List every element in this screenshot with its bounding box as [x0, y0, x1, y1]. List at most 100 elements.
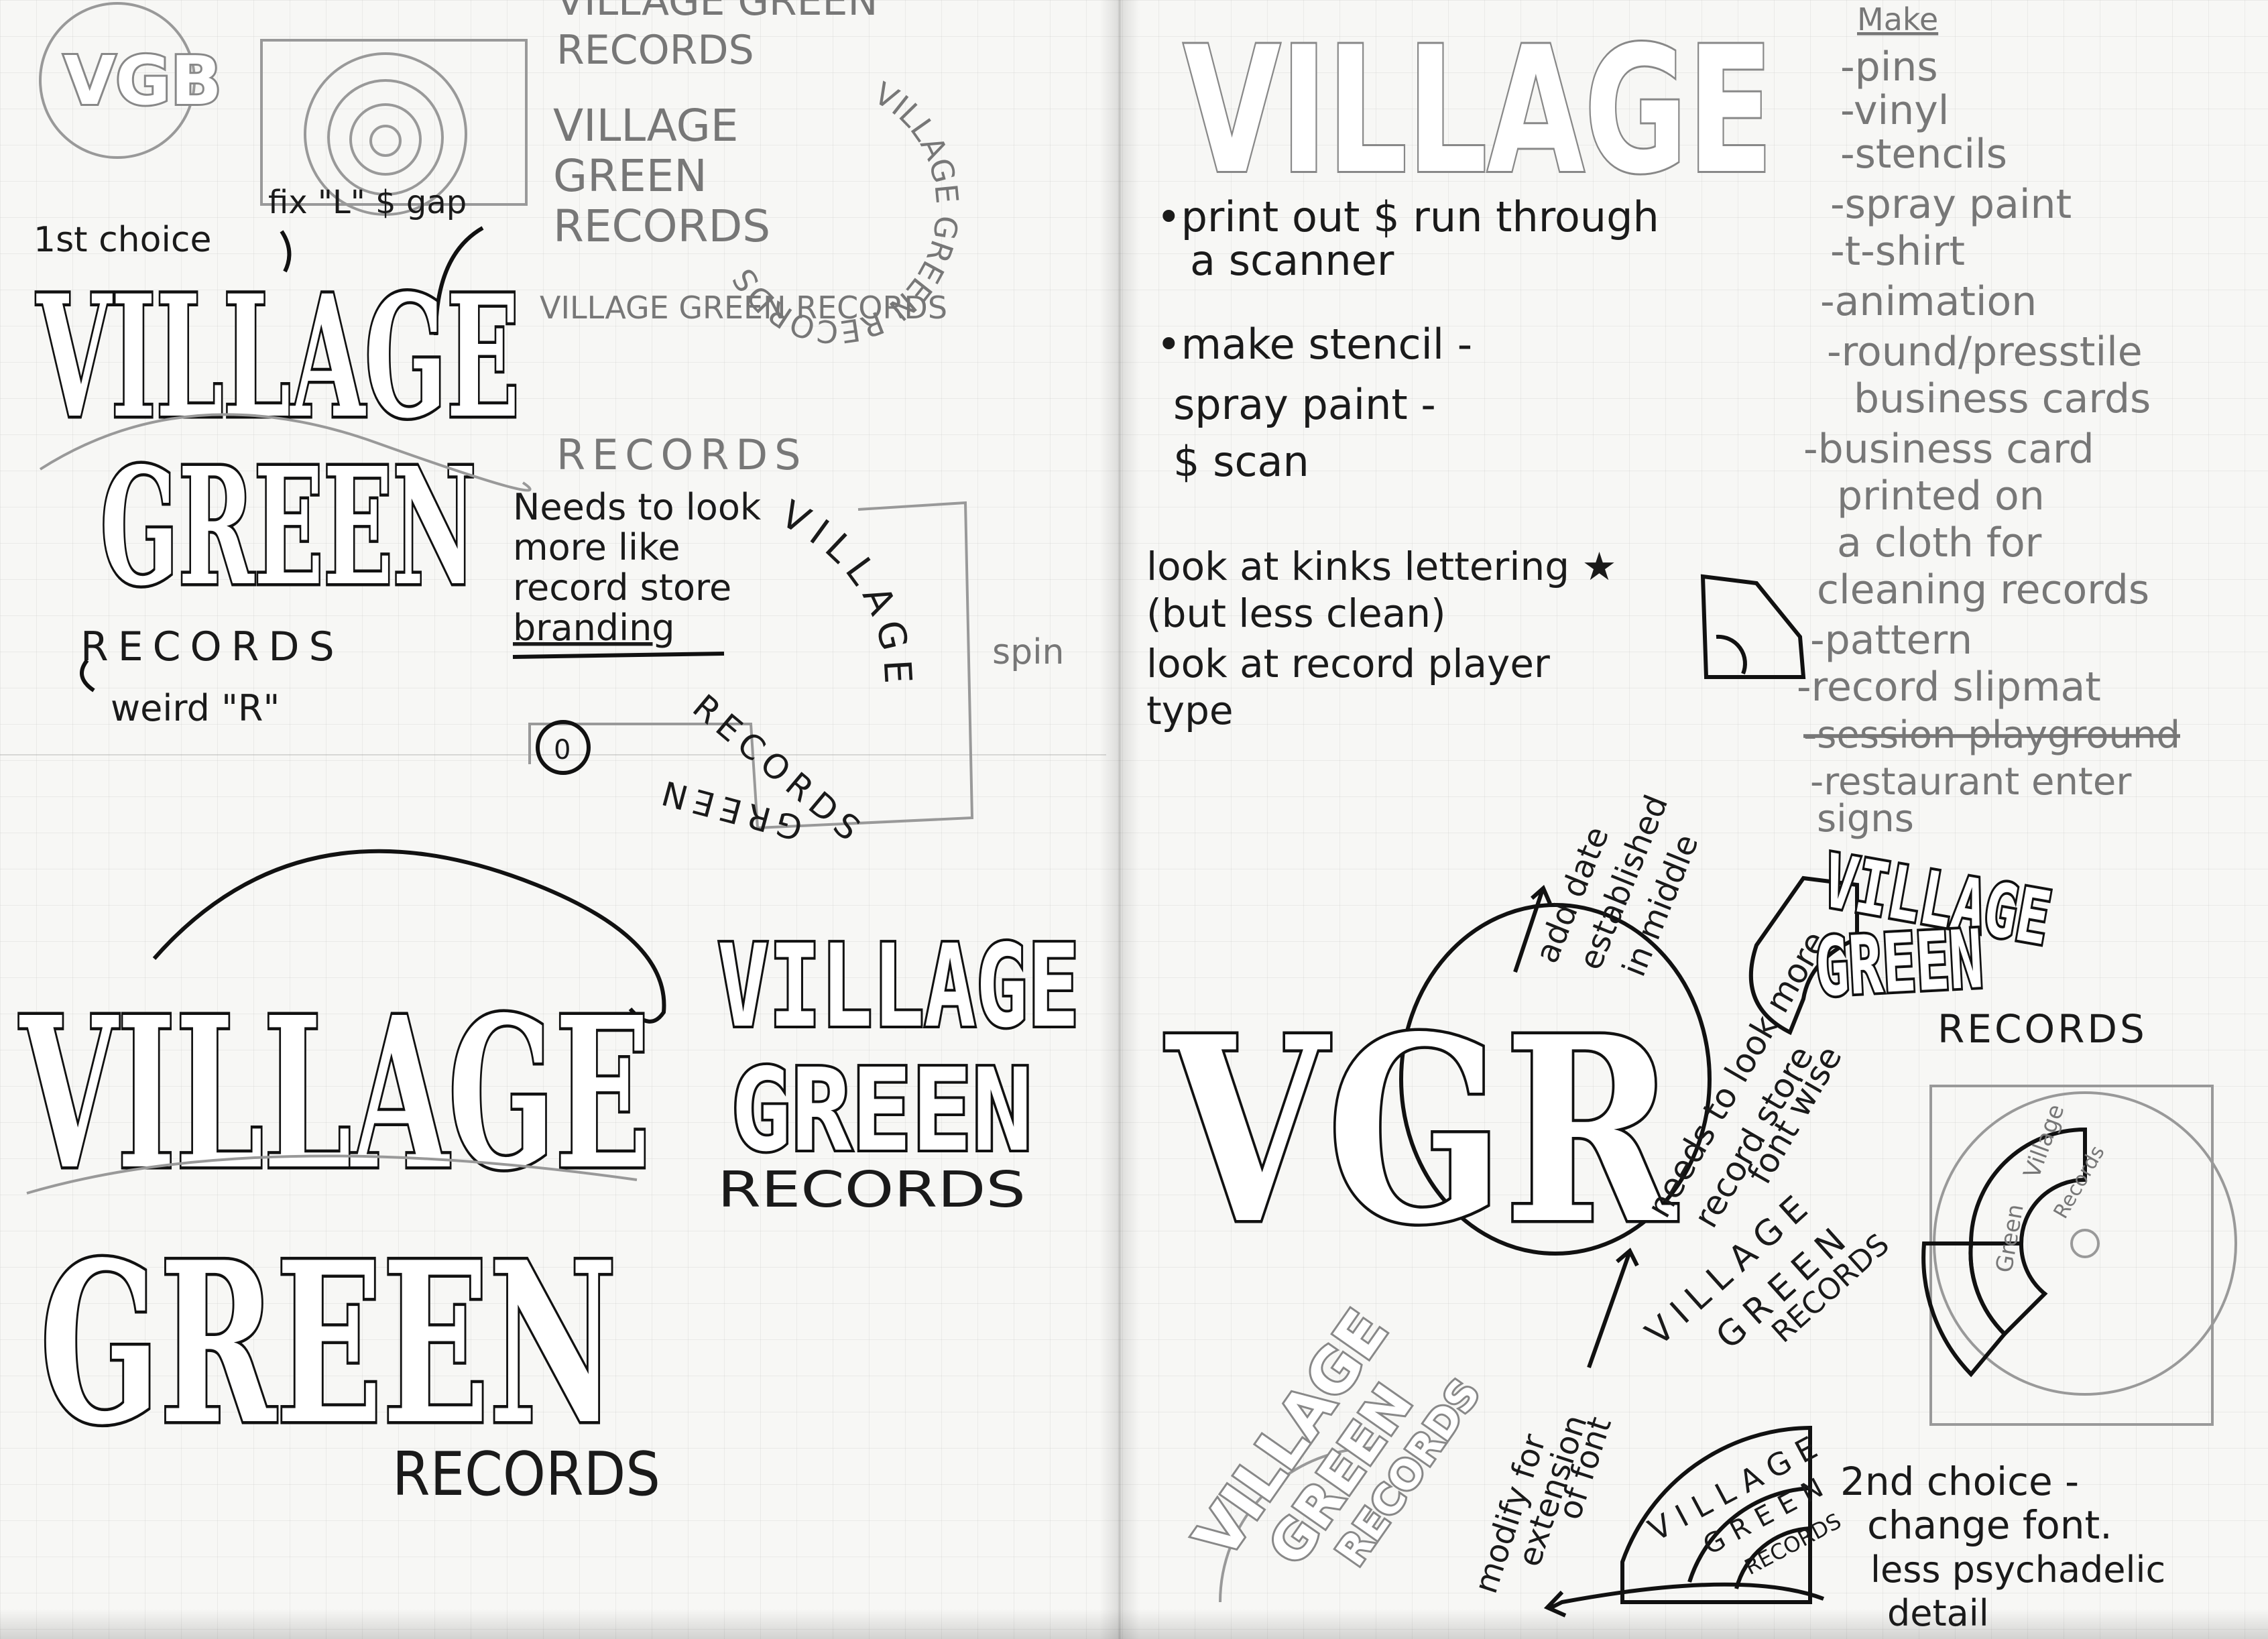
- make-item-5: -t-shirt: [1830, 228, 1965, 275]
- big-logo-village: VILLAGE: [18, 972, 650, 1216]
- branding-underline: [512, 652, 725, 659]
- logo-main-records: RECORDS: [80, 623, 344, 670]
- bullet-2-line1: •make stencil -: [1156, 320, 1472, 369]
- faint-title-b: RECORDS: [556, 27, 754, 74]
- note-first-choice: 1st choice: [34, 220, 211, 260]
- make-item-8: business cards: [1854, 375, 2151, 422]
- spiral-logo-text: VILLAGE: [774, 493, 920, 693]
- right-page: VILLAGE Make -pins -vinyl -stencils -spr…: [1146, 1, 2237, 1634]
- single-line-title: VILLAGE GREEN RECORDS: [540, 290, 947, 326]
- spiral-logo-village: VILLAGE: [774, 493, 912, 693]
- make-item-2: -vinyl: [1840, 87, 1949, 134]
- stacked-village: VILLAGE: [553, 100, 739, 151]
- make-heading: Make: [1857, 1, 1938, 38]
- binding-gutter: [1099, 0, 1140, 1639]
- bullet-2-line3: $ scan: [1173, 437, 1309, 486]
- spiral-ring-2: [327, 79, 444, 196]
- make-item-7: -round/presstile: [1827, 328, 2143, 375]
- first-choice-arrow: [280, 230, 292, 273]
- bullet-1-line2: a scanner: [1190, 236, 1394, 285]
- disc-label-village: Village: [2019, 1101, 2070, 1182]
- record-player-sketch: [1700, 574, 1806, 679]
- spiral-logo-center-circle: [536, 720, 591, 775]
- look-note-1: look at kinks lettering ★: [1146, 544, 1616, 589]
- faint-title-a: VILLAGE GREEN: [556, 0, 878, 25]
- vgr-ring: [1399, 903, 1712, 1256]
- logo-main-village: VILLAGE: [36, 258, 520, 455]
- spiral-ring-4: [369, 125, 402, 157]
- stacked-records: RECORDS: [553, 200, 770, 252]
- disc-sketch-box: [1929, 1085, 2214, 1426]
- spiral-logo-center: 0: [554, 735, 571, 766]
- big-logo-arch: [152, 849, 666, 1024]
- quarter-logo-ring-1: [1687, 1486, 1811, 1583]
- big-logo-records: RECORDS: [392, 1439, 660, 1510]
- page-bottom-edge: [0, 1609, 2268, 1639]
- make-item-15: -session playground: [1803, 713, 2180, 757]
- note-needs-line4: branding: [513, 607, 675, 649]
- disc-segment-3: [1921, 1241, 2008, 1378]
- disc-segment-1: [1968, 1127, 2087, 1246]
- big-logo-guide-curve: [26, 1154, 638, 1195]
- vgb-circle-sketch: [39, 2, 196, 159]
- modify-note-arrow: [1543, 1582, 1825, 1618]
- fix-gap-arrow: [434, 226, 484, 336]
- second-choice-3: less psychadelic: [1870, 1549, 2165, 1591]
- second-choice-1: 2nd choice -: [1840, 1459, 2079, 1504]
- make-item-16: -restaurant enter: [1810, 760, 2132, 804]
- logo-main-green: GREEN: [101, 432, 476, 621]
- make-item-13: -pattern: [1810, 617, 1972, 664]
- weird-r-arrow: [80, 659, 95, 692]
- disc-label-records: Records: [2049, 1142, 2110, 1223]
- spiral-ring-3: [349, 103, 422, 176]
- make-item-1: -pins: [1840, 44, 1938, 90]
- record-player-platter: [1716, 634, 1747, 675]
- quarter-logo-ring-2: [1734, 1526, 1811, 1589]
- block-logo-records: RECORDS: [717, 1161, 1026, 1219]
- note-weird-r: weird "R": [111, 687, 280, 729]
- page-fold-line: [0, 754, 1106, 755]
- spiral-logo-box: [528, 501, 974, 830]
- logo-main-guide-curve: [39, 413, 532, 492]
- make-item-9: -business card: [1803, 426, 2094, 473]
- fan-logo-wedge: [1748, 875, 1859, 1036]
- quarter-logo-outline: [1620, 1425, 1812, 1604]
- spiral-box-sketch: [260, 39, 528, 206]
- diag-note-arrow: [1513, 885, 1552, 973]
- note-fix-l-gap: fix "L" $ gap: [268, 184, 467, 221]
- second-choice-4: detail: [1887, 1592, 1989, 1634]
- note-spin: spin: [992, 632, 1065, 672]
- bullet-1-line1: •print out $ run through: [1156, 192, 1659, 241]
- disc-sketch-center: [2070, 1229, 2100, 1258]
- note-needs-line1: Needs to look: [513, 486, 762, 528]
- fan-logo-green: GREEN: [1813, 913, 1985, 1015]
- right-title-village: VILLAGE: [1183, 10, 1773, 213]
- look-note-3: look at record player: [1146, 641, 1550, 686]
- left-page: VGB VILLAGE GREEN RECORDS VILLAGE GREEN …: [15, 0, 1082, 1510]
- spiral-ring-1: [304, 52, 467, 216]
- quarter-logo-faint-arc: [1219, 1447, 1375, 1603]
- make-item-11: a cloth for: [1837, 520, 2042, 566]
- make-item-14: -record slipmat: [1797, 664, 2101, 711]
- note-needs-line3: record store: [513, 566, 731, 609]
- make-item-17: signs: [1817, 797, 1914, 841]
- records-faint: RECORDS: [556, 430, 808, 479]
- note-needs-line2: more like: [513, 526, 680, 568]
- vgr-monogram: VGR: [1163, 981, 1679, 1280]
- block-logo-village: VILLAGE: [717, 920, 1079, 1053]
- make-item-3: -stencils: [1840, 131, 2007, 178]
- make-item-4: -spray paint: [1830, 181, 2072, 228]
- fan-logo-records: RECORDS: [1937, 1006, 2147, 1052]
- make-item-12: cleaning records: [1817, 566, 2149, 613]
- look-note-2: (but less clean): [1146, 591, 1446, 636]
- make-item-6: -animation: [1820, 278, 2037, 325]
- radial-arrow: [1587, 1248, 1639, 1368]
- block-logo-green: GREEN: [731, 1044, 1032, 1177]
- look-note-4: type: [1146, 688, 1234, 733]
- make-item-10: printed on: [1837, 473, 2045, 520]
- stacked-green: GREEN: [553, 150, 707, 202]
- big-logo-green: GREEN: [40, 1213, 617, 1473]
- bullet-2-line2: spray paint -: [1173, 380, 1436, 429]
